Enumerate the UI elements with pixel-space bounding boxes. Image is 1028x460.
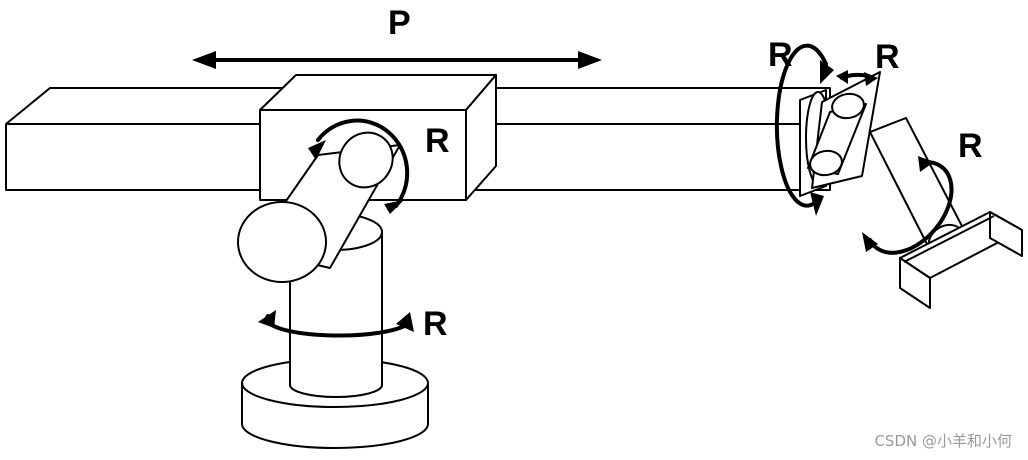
- gripper: [899, 211, 1023, 309]
- wrist-rotation-arrow-b: [836, 70, 878, 86]
- label-rotary-shoulder: R: [425, 122, 450, 160]
- label-rotary-base: R: [423, 305, 448, 343]
- prismatic-arrow: [192, 51, 602, 69]
- watermark-text: CSDN @小羊和小何: [874, 432, 1012, 450]
- label-rotary-wrist-a: R: [768, 36, 793, 74]
- shoulder-cylinder: [237, 131, 401, 283]
- wrist-rotation-arrow-c: [862, 156, 954, 255]
- label-rotary-wrist-b: R: [875, 38, 900, 76]
- label-rotary-wrist-c: R: [958, 127, 983, 165]
- label-prismatic: P: [388, 4, 411, 42]
- wrist-rotation-arrow-a: [774, 43, 834, 216]
- shoulder-rotation-arrow: [308, 118, 410, 214]
- base-rotation-arrow: [258, 310, 414, 338]
